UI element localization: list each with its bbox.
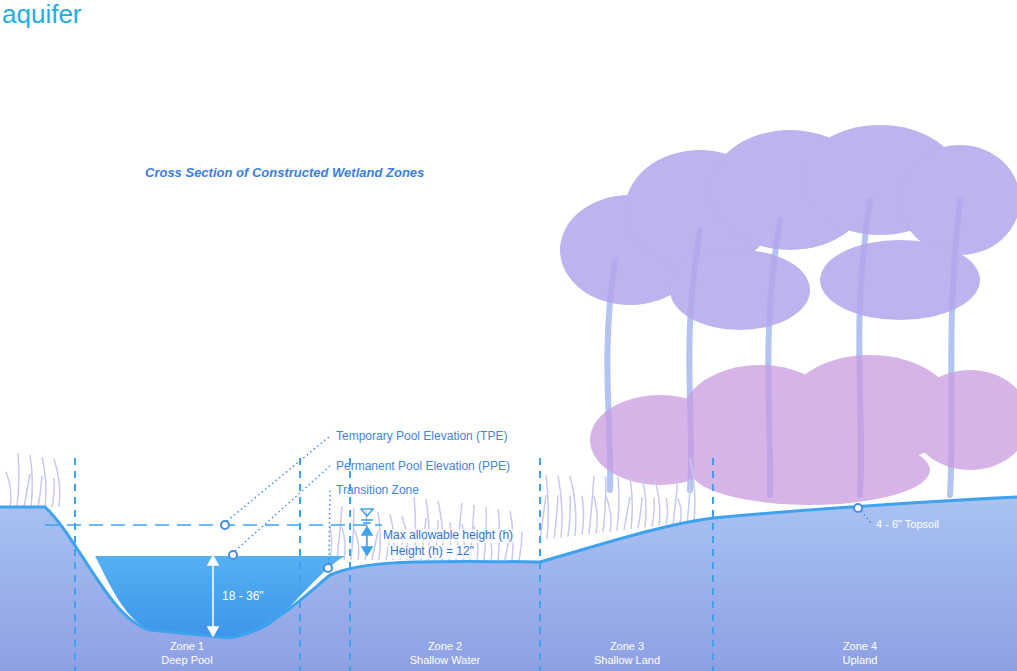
grass-blade [606, 497, 611, 532]
zone-name: Deep Pool [161, 654, 212, 667]
height-arrow [361, 509, 373, 555]
grass-blade [638, 497, 642, 528]
dimension-label: 18 - 36" [222, 590, 264, 604]
grass-blade [330, 525, 332, 560]
leader-label: 4 - 6" Topsoil [876, 518, 939, 531]
grass-blade [519, 532, 522, 560]
leader-dots [221, 504, 862, 572]
zone-name: Shallow Land [594, 654, 660, 667]
grass-blade [617, 477, 619, 531]
temporary-pool-line [45, 524, 382, 526]
tree-canopy [560, 125, 1017, 330]
grass-blade [54, 459, 60, 507]
grass-blade [630, 477, 632, 529]
grass-blade [654, 478, 660, 526]
section-heading: aquifer [2, 0, 82, 30]
grass-blade [568, 496, 570, 537]
grass-blade [594, 496, 597, 533]
ground-line [0, 497, 1017, 638]
leader-label: Transition Zone [336, 484, 419, 498]
dimension-label: Max allowable height (h) [381, 529, 515, 543]
grass-blade [673, 478, 678, 524]
zone-name: Shallow Water [410, 654, 481, 667]
zone-label: Zone 1 [170, 640, 204, 653]
zone-name: Upland [843, 654, 878, 667]
grass-blade [546, 475, 548, 539]
grass-blade [554, 495, 558, 538]
zone-dividers [75, 458, 713, 671]
grass-blade [38, 476, 42, 507]
grass-blade [30, 455, 32, 507]
grass-blade [378, 512, 380, 560]
grass-blade [666, 498, 668, 525]
grass-blade [342, 527, 345, 560]
grass-blade [6, 472, 11, 507]
grass-blade [24, 474, 30, 507]
grass-blade [642, 477, 646, 527]
grass-blade [570, 476, 576, 536]
grass-blade [652, 498, 654, 527]
water-pool [95, 556, 345, 638]
grass-blade [42, 457, 46, 507]
grass-blade [589, 476, 594, 534]
leader-label: Temporary Pool Elevation (TPE) [336, 430, 507, 444]
diagram-title: Cross Section of Constructed Wetland Zon… [145, 166, 424, 181]
grass-blade [690, 459, 695, 522]
grass-blade [582, 496, 584, 535]
grass-blade [624, 497, 630, 530]
grass-blade [17, 453, 19, 507]
grass-blade [337, 506, 342, 560]
grass-blade [558, 475, 562, 537]
depth-arrow [208, 556, 218, 636]
grass-blade [603, 476, 606, 532]
zone-label: Zone 2 [428, 640, 462, 653]
grass-blade [354, 529, 359, 560]
zone-label: Zone 3 [610, 640, 644, 653]
leader-label: Permanent Pool Elevation (PPE) [336, 460, 510, 474]
leader-lines [227, 436, 872, 564]
grass-blade [52, 478, 54, 507]
grass-blade [678, 498, 681, 523]
dimension-label: Height (h) = 12" [388, 545, 476, 559]
grass-blade [687, 478, 690, 522]
grass-blade [351, 508, 354, 560]
grass [6, 453, 695, 560]
zone-label: Zone 4 [843, 640, 877, 653]
shrubs [590, 355, 1017, 505]
ground-section [0, 497, 1017, 671]
